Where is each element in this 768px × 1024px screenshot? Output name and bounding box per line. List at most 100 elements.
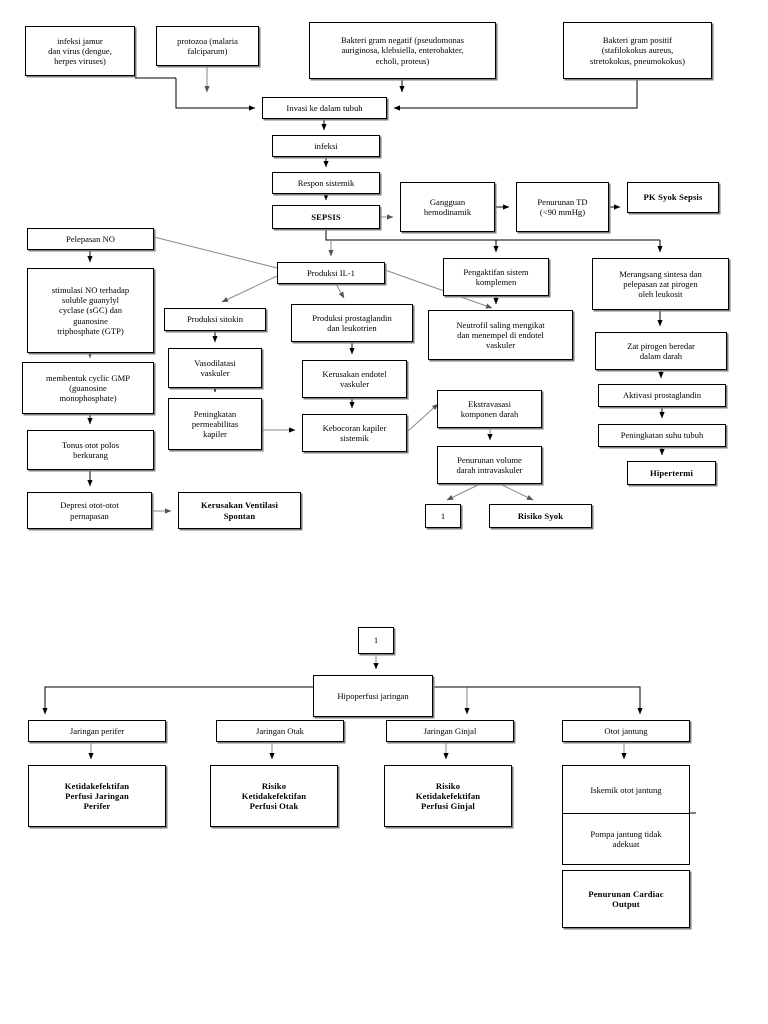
- node-label: Ketidakefektifan Perfusi Jaringan Perife…: [64, 780, 130, 812]
- node-depresi-otot-otot-pernapasan: Depresi otot-otot pernapasan: [27, 492, 152, 529]
- node-label: Hipoperfusi jaringan: [337, 690, 409, 701]
- edge-il1-to-prostaglandin: [335, 283, 345, 299]
- node-label: membentuk cyclic GMP (guanosine monophos…: [45, 372, 130, 404]
- node-label: Produksi prostaglandin dan leukotrien: [312, 312, 392, 333]
- node-produksi-sitokin: Produksi sitokin: [164, 308, 266, 331]
- node-label: Pompa jantung tidak adekuat: [590, 828, 662, 849]
- node-ekstravasasi-komponen-darah: Ekstravasasi komponen darah: [437, 390, 542, 428]
- node-stimulasi-no-terhadap-soluble-guanylyl-cyc: stimulasi NO terhadap soluble guanylyl c…: [27, 268, 154, 353]
- edge-hipoperfusi-to-ginjal: [433, 686, 470, 715]
- node-label: 1: [373, 635, 379, 646]
- edge-kebocoran-to-ekstravasasi: [406, 403, 439, 433]
- node-peningkatan-suhu-tubuh: Peningkatan suhu tubuh: [598, 424, 726, 447]
- node-kerusakan-endotel-vaskuler: Kerusakan endotel vaskuler: [302, 360, 407, 398]
- node-label: Merangsang sintesa dan pelepasan zat pir…: [619, 268, 702, 300]
- node-label: Penurunan volume darah intravaskuler: [456, 454, 523, 475]
- node-label: Zat pirogen beredar dalam darah: [627, 340, 695, 361]
- edge-volume-to-risiko-syok: [499, 483, 534, 501]
- node-label: PK Syok Sepsis: [643, 192, 703, 203]
- node-protozoa-malaria-falciparum: protozoa (malaria falciparum): [156, 26, 259, 66]
- node-label: Penurunan TD (<90 mmHg): [537, 196, 588, 217]
- node-label: infeksi: [314, 140, 338, 151]
- node-risiko-ketidakefektifan-perfusi-otak: Risiko Ketidakefektifan Perfusi Otak: [210, 765, 338, 827]
- node-label: Vasodilatasi vaskuler: [194, 357, 236, 378]
- node-tonus-otot-polos-berkurang: Tonus otot polos berkurang: [27, 430, 154, 470]
- node-jaringan-otak: Jaringan Otak: [216, 720, 344, 742]
- node-jaringan-ginjal: Jaringan Ginjal: [386, 720, 514, 742]
- node-kebocoran-kapiler-sistemik: Kebocoran kapiler sistemik: [302, 414, 407, 452]
- node-label: 1: [440, 510, 446, 521]
- edge-grampos-to-invasi: [393, 79, 638, 111]
- edge-no-to-il1: [153, 236, 286, 272]
- node-zat-pirogen-beredar-dalam-darah: Zat pirogen beredar dalam darah: [595, 332, 727, 370]
- node-bakteri-gram-positif-stafilokokus-aureus-s: Bakteri gram positif (stafilokokus aureu…: [563, 22, 712, 79]
- node-label: Pengaktifan sistem komplemen: [463, 266, 529, 287]
- node-label: Depresi otot-otot pernapasan: [60, 500, 119, 521]
- node-label: Kerusakan Ventilasi Spontan: [200, 500, 279, 521]
- node-label: Gangguan hemodinamik: [423, 196, 472, 217]
- node-neutrofil-saling-mengikat-dan-menempel-di-: Neutrofil saling mengikat dan menempel d…: [428, 310, 573, 360]
- node-produksi-il-1: Produksi IL-1: [277, 262, 385, 284]
- node-iskemik-otot-jantung: Iskemik otot jantung: [562, 765, 690, 815]
- node-risiko-ketidakefektifan-perfusi-ginjal: Risiko Ketidakefektifan Perfusi Ginjal: [384, 765, 512, 827]
- node-label: Hipertermi: [649, 467, 694, 478]
- edge-hipoperfusi-to-perifer: [42, 686, 313, 715]
- node-merangsang-sintesa-dan-pelepasan-zat-pirog: Merangsang sintesa dan pelepasan zat pir…: [592, 258, 729, 310]
- node-label: Produksi IL-1: [307, 267, 355, 278]
- node-jaringan-perifer: Jaringan perifer: [28, 720, 166, 742]
- node-penurunan-cardiac-output: Penurunan Cardiac Output: [562, 870, 690, 928]
- node-label: Invasi ke dalam tubuh: [286, 102, 363, 113]
- node-hipertermi: Hipertermi: [627, 461, 716, 485]
- node-otot-jantung: Otot jantung: [562, 720, 690, 742]
- node-label: Kebocoran kapiler sistemik: [322, 422, 387, 443]
- node-label: Risiko Ketidakefektifan Perfusi Ginjal: [415, 780, 481, 812]
- node-penurunan-volume-darah-intravaskuler: Penurunan volume darah intravaskuler: [437, 446, 542, 484]
- node-label: stimulasi NO terhadap soluble guanylyl c…: [51, 285, 130, 336]
- node-membentuk-cyclic-gmp-guanosine-monophospha: membentuk cyclic GMP (guanosine monophos…: [22, 362, 154, 414]
- node-kerusakan-ventilasi-spontan: Kerusakan Ventilasi Spontan: [178, 492, 301, 529]
- node-label: infeksi jamur dan virus (dengue, herpes …: [48, 35, 112, 67]
- node-label: Otot jantung: [604, 725, 648, 736]
- node-label: Produksi sitokin: [186, 314, 244, 325]
- node-label: protozoa (malaria falciparum): [177, 35, 238, 56]
- node-risiko-syok: Risiko Syok: [489, 504, 592, 528]
- node-vasodilatasi-vaskuler: Vasodilatasi vaskuler: [168, 348, 262, 388]
- node-label: Bakteri gram positif (stafilokokus aureu…: [589, 35, 685, 66]
- node-label: Neutrofil saling mengikat dan menempel d…: [456, 319, 545, 351]
- node-gangguan-hemodinamik: Gangguan hemodinamik: [400, 182, 495, 232]
- node-infeksi-jamur-dan-virus-dengue-herpes-viru: infeksi jamur dan virus (dengue, herpes …: [25, 26, 135, 76]
- node-invasi-ke-dalam-tubuh: Invasi ke dalam tubuh: [262, 97, 387, 119]
- node-aktivasi-prostaglandin: Aktivasi prostaglandin: [598, 384, 726, 407]
- node-peningkatan-permeabilitas-kapiler: Peningkatan permeabilitas kapiler: [168, 398, 262, 450]
- node-label: Iskemik otot jantung: [590, 784, 662, 795]
- node-produksi-prostaglandin-dan-leukotrien: Produksi prostaglandin dan leukotrien: [291, 304, 413, 342]
- node-label: Aktivasi prostaglandin: [622, 390, 702, 401]
- node-label: Jaringan Ginjal: [423, 725, 477, 736]
- node-bakteri-gram-negatif-pseudomonas-auriginos: Bakteri gram negatif (pseudomonas aurigi…: [309, 22, 496, 79]
- node-1: 1: [358, 627, 394, 654]
- node-label: Bakteri gram negatif (pseudomonas aurigi…: [341, 35, 464, 66]
- node-label: Ekstravasasi komponen darah: [460, 398, 519, 419]
- node-respon-sistemik: Respon sistemik: [272, 172, 380, 194]
- node-label: Respon sistemik: [297, 177, 355, 188]
- node-label: SEPSIS: [311, 211, 341, 222]
- node-label: Jaringan Otak: [256, 725, 304, 736]
- node-ketidakefektifan-perfusi-jaringan-perifer: Ketidakefektifan Perfusi Jaringan Perife…: [28, 765, 166, 827]
- node-label: Peningkatan permeabilitas kapiler: [191, 408, 239, 440]
- node-label: Risiko Syok: [517, 510, 564, 521]
- node-hipoperfusi-jaringan: Hipoperfusi jaringan: [313, 675, 433, 717]
- node-label: Pelepasan NO: [66, 233, 115, 244]
- edge-volume-to-one: [446, 483, 481, 501]
- node-pk-syok-sepsis: PK Syok Sepsis: [627, 182, 719, 213]
- node-label: Kerusakan endotel vaskuler: [322, 368, 387, 389]
- node-sepsis: SEPSIS: [272, 205, 380, 229]
- node-label: Peningkatan suhu tubuh: [620, 430, 704, 441]
- node-penurunan-td-90-mmhg: Penurunan TD (<90 mmHg): [516, 182, 609, 232]
- edge-jamur-to-invasi: [175, 78, 256, 111]
- node-infeksi: infeksi: [272, 135, 380, 157]
- node-pelepasan-no: Pelepasan NO: [27, 228, 154, 250]
- edge-il1-to-sitokin: [221, 275, 278, 303]
- node-label: Jaringan perifer: [69, 725, 125, 736]
- node-1: 1: [425, 504, 461, 528]
